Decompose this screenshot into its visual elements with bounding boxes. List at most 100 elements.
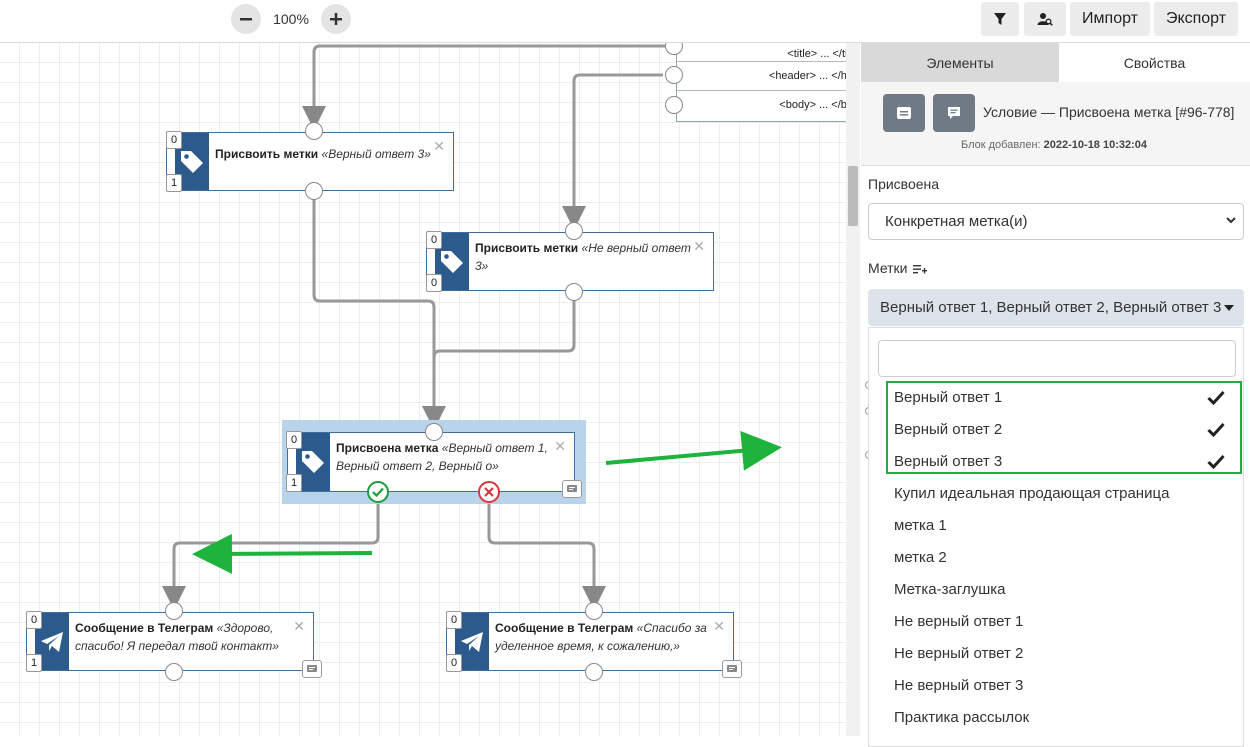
tag-option[interactable]: Верный ответ 1 — [894, 389, 1003, 406]
node-assign-tags[interactable]: Присвоить метки «Не верный ответ 3» ✕ — [426, 232, 714, 291]
tag-option[interactable]: Не верный ответ 1 — [894, 613, 1024, 630]
chevron-down-icon — [1225, 204, 1237, 252]
tag-option[interactable]: Верный ответ 3 — [894, 453, 1003, 470]
assigned-value: Конкретная метка(и) — [885, 213, 1028, 230]
output-count: 1 — [26, 654, 42, 672]
tags-label: Метки — [868, 260, 908, 276]
scrollbar-thumb[interactable] — [848, 166, 858, 226]
comment-button[interactable] — [562, 480, 582, 498]
node-title: Присвоить метки — [215, 147, 319, 161]
zoom-level: 100% — [273, 11, 309, 27]
node-detail: «Верный ответ 1, Верный ответ 2, Верный … — [336, 441, 548, 473]
node-condition[interactable]: Присвоена метка «Верный ответ 1, Верный … — [287, 432, 575, 492]
checkmark-icon — [1207, 390, 1225, 410]
zoom-out-button[interactable] — [231, 4, 261, 34]
node-text: Сообщение в Телеграм «Спасибо за уделенн… — [495, 619, 719, 655]
comment-icon — [567, 484, 577, 492]
filter-button[interactable] — [981, 2, 1019, 36]
tab-properties[interactable]: Свойства — [1059, 43, 1250, 82]
notes-icon — [897, 107, 911, 119]
zoom-in-button[interactable] — [321, 4, 351, 34]
tag-option[interactable]: Не верный ответ 2 — [894, 645, 1024, 662]
comment-button[interactable] — [933, 94, 975, 132]
tags-search-input[interactable] — [878, 340, 1236, 377]
export-button[interactable]: Экспорт — [1154, 2, 1238, 36]
user-search-icon — [1037, 13, 1053, 26]
minus-icon — [240, 18, 252, 21]
input-count: 0 — [286, 431, 302, 449]
assigned-select[interactable]: Конкретная метка(и) — [868, 203, 1244, 240]
yes-output-port[interactable] — [367, 481, 389, 503]
input-count: 0 — [26, 611, 42, 629]
tab-elements[interactable]: Элементы — [861, 43, 1059, 82]
comment-button[interactable] — [302, 660, 322, 678]
close-icon[interactable]: ✕ — [713, 618, 725, 634]
input-port[interactable] — [165, 602, 183, 620]
block-header — [861, 82, 1250, 166]
added-date: 2022-10-18 10:32:04 — [1043, 139, 1148, 151]
html-block[interactable]: <title> ... </titl <header> ... </he <bo… — [676, 43, 846, 122]
tag-option[interactable]: Не верный ответ 3 — [894, 677, 1024, 694]
canvas-scrollbar[interactable] — [846, 43, 860, 736]
output-count: 1 — [166, 174, 182, 192]
output-port[interactable] — [165, 663, 183, 681]
tag-option[interactable]: Практика рассылок — [894, 709, 1030, 726]
tag-option[interactable]: Купил идеальная продающая страница — [894, 485, 1170, 502]
notes-button[interactable] — [883, 94, 925, 132]
check-icon — [372, 487, 384, 497]
close-icon[interactable]: ✕ — [693, 238, 705, 254]
input-port[interactable] — [425, 423, 443, 441]
import-button[interactable]: Импорт — [1070, 2, 1150, 36]
output-port[interactable] — [665, 96, 683, 114]
properties-panel: Элементы Свойства Условие — Присвоена ме… — [861, 43, 1250, 747]
close-icon[interactable]: ✕ — [433, 138, 445, 154]
input-port[interactable] — [585, 602, 603, 620]
tags-multiselect[interactable]: Верный ответ 1, Верный ответ 2, Верный о… — [868, 289, 1244, 326]
html-port-title: <title> ... </titl — [677, 43, 846, 62]
node-detail: «Спасибо за уделенное время, к сожалению… — [495, 621, 707, 653]
close-icon[interactable]: ✕ — [293, 618, 305, 634]
node-detail: «Верный ответ 3» — [321, 147, 431, 161]
node-detail: «Не верный ответ 3» — [475, 241, 691, 273]
panel-tabs: Элементы Свойства — [861, 43, 1250, 82]
node-text: Сообщение в Телеграм «Здорово, спасибо! … — [75, 619, 299, 655]
filter-icon — [994, 13, 1006, 25]
output-port[interactable] — [565, 283, 583, 301]
plus-icon — [330, 13, 342, 25]
output-port[interactable] — [665, 66, 683, 84]
node-title: Присвоить метки — [475, 241, 579, 255]
output-port[interactable] — [585, 663, 603, 681]
assigned-label: Присвоена — [868, 176, 940, 192]
caret-down-icon — [1224, 305, 1234, 311]
node-telegram-message[interactable]: Сообщение в Телеграм «Здорово, спасибо! … — [26, 612, 314, 671]
node-title: Сообщение в Телеграм — [495, 621, 634, 635]
input-port[interactable] — [305, 122, 323, 140]
node-assign-tags[interactable]: Присвоить метки «Верный ответ 3» ✕ — [166, 132, 454, 191]
input-count: 0 — [446, 611, 462, 629]
user-search-button[interactable] — [1024, 2, 1066, 36]
html-port-body: <body> ... </bo — [779, 99, 846, 111]
node-telegram-message[interactable]: Сообщение в Телеграм «Спасибо за уделенн… — [446, 612, 734, 671]
connection-wires — [162, 44, 782, 610]
tag-option[interactable]: метка 1 — [894, 517, 947, 534]
output-port[interactable] — [305, 182, 323, 200]
input-port[interactable] — [565, 222, 583, 240]
flow-canvas[interactable]: <title> ... </titl <header> ... </he <bo… — [0, 43, 846, 736]
checkmark-icon — [1207, 422, 1225, 442]
tag-option[interactable]: Верный ответ 2 — [894, 421, 1003, 438]
output-count: 0 — [426, 274, 442, 292]
node-title: Сообщение в Телеграм — [75, 621, 214, 635]
tags-label-row: Метки — [868, 260, 928, 277]
tag-option[interactable]: Метка-заглушка — [894, 581, 1006, 598]
no-output-port[interactable] — [478, 481, 500, 503]
comment-button[interactable] — [722, 660, 742, 678]
output-count: 0 — [446, 654, 462, 672]
added-label: Блок добавлен: — [961, 139, 1041, 151]
block-added: Блок добавлен: 2022-10-18 10:32:04 — [961, 139, 1147, 151]
close-icon[interactable]: ✕ — [554, 438, 566, 454]
node-text: Присвоена метка «Верный ответ 1, Верный … — [336, 439, 560, 475]
comment-icon — [948, 107, 960, 119]
checkmark-icon — [1207, 454, 1225, 474]
add-list-icon[interactable] — [913, 261, 928, 277]
tag-option[interactable]: метка 2 — [894, 549, 947, 566]
